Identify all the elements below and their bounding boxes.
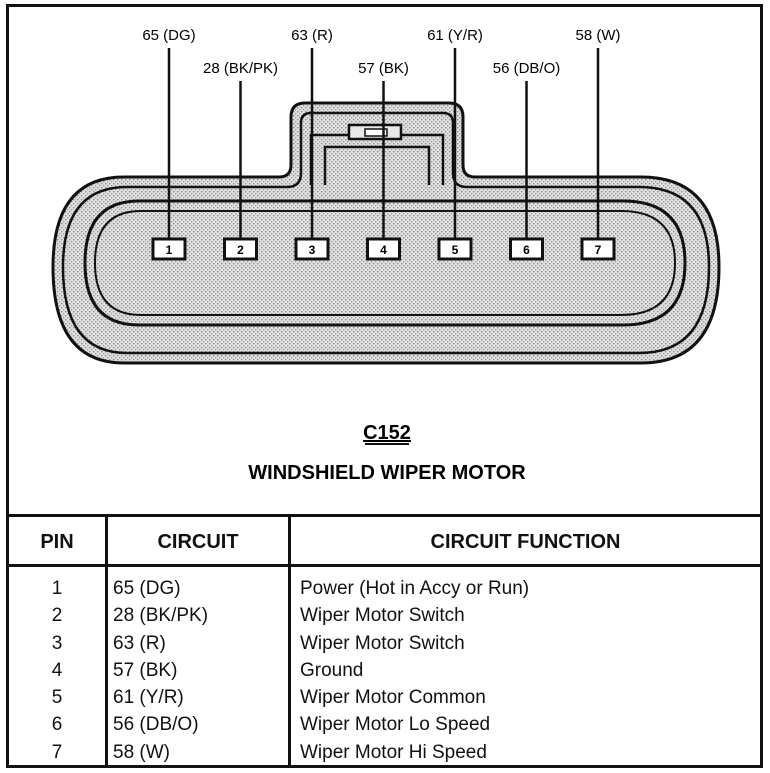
header-function: CIRCUIT FUNCTION: [430, 530, 621, 553]
row-function: Ground: [300, 659, 364, 681]
row-circuit: 61 (Y/R): [113, 687, 184, 709]
row-circuit: 65 (DG): [113, 578, 181, 599]
pin-number: 6: [523, 243, 530, 257]
pin-3: 3 63 (R): [291, 27, 333, 261]
header-pin: PIN: [40, 530, 74, 553]
pin-box: [509, 237, 544, 261]
row-function: Wiper Motor Switch: [300, 632, 465, 654]
row-function: Wiper Motor Hi Speed: [300, 741, 487, 763]
row-pin: 1: [51, 578, 63, 599]
function-column: Power (Hot in Accy or Run) Wiper Motor Sw…: [300, 575, 750, 766]
connector-cavity: [83, 199, 687, 327]
pin-box: [437, 237, 473, 261]
row-pin: 6: [51, 714, 63, 736]
pin-circuit-label: 57 (BK): [358, 60, 409, 77]
row-function: Wiper Motor Switch: [300, 605, 465, 627]
pin-number: 3: [309, 243, 316, 257]
pin-2: 2 28 (BK/PK): [203, 60, 278, 261]
column-rule: [288, 517, 291, 765]
pin-box: [294, 237, 330, 261]
row-function: Wiper Motor Common: [300, 687, 486, 709]
pin-circuit-label: 65 (DG): [142, 27, 195, 44]
circuit-column: 65 (DG) 28 (BK/PK) 63 (R) 57 (BK) 61 (Y/R) 56…: [113, 575, 283, 766]
pin-box: [366, 237, 401, 261]
pin-4: 4 57 (BK): [358, 60, 409, 261]
pin-box: [151, 237, 187, 261]
row-pin: 2: [51, 605, 63, 627]
header-circuit: CIRCUIT: [157, 530, 239, 553]
connector-drawing: 1 65 (DG) 2 28 (BK/PK) 3 63 (R) 4 57 (BK) 5 61 (Y…: [51, 27, 721, 484]
section-divider: [9, 514, 760, 517]
pin-circuit-label: 28 (BK/PK): [203, 60, 278, 77]
pin-box: [580, 237, 616, 261]
pin-box: [223, 237, 258, 261]
row-pin: 4: [51, 659, 63, 681]
row-circuit: 63 (R): [113, 632, 166, 654]
connector-code: C152: [363, 422, 411, 444]
pin-1: 1 65 (DG): [142, 27, 196, 261]
pin-column: 1 2 3 4 5 6 7: [9, 575, 105, 766]
pin-number: 1: [166, 243, 173, 257]
row-circuit: 58 (W): [113, 741, 170, 763]
row-function: Wiper Motor Lo Speed: [300, 714, 491, 736]
column-rule: [105, 517, 108, 765]
row-pin: 5: [51, 687, 63, 709]
connector-title: WINDSHIELD WIPER MOTOR: [248, 462, 526, 484]
connector-diagram: 1 65 (DG) 2 28 (BK/PK) 3 63 (R) 4 57 (BK) 5 61 (Y…: [9, 7, 760, 514]
pin-circuit-label: 63 (R): [291, 27, 333, 44]
pin-7: 7 58 (W): [576, 27, 621, 261]
pin-circuit-label: 61 (Y/R): [427, 27, 483, 44]
row-pin: 3: [51, 632, 63, 654]
pinout-table: PIN CIRCUIT CIRCUIT FUNCTION 1 2 3 4 5 6 7 65 …: [9, 517, 760, 765]
pin-circuit-label: 58 (W): [576, 27, 621, 44]
row-pin: 7: [51, 741, 63, 763]
pin-number: 2: [237, 243, 244, 257]
row-circuit: 56 (DB/O): [113, 714, 199, 736]
pin-circuit-label: 56 (DB/O): [493, 60, 561, 77]
header-rule: [9, 564, 760, 567]
diagram-frame: 1 65 (DG) 2 28 (BK/PK) 3 63 (R) 4 57 (BK) 5 61 (Y…: [6, 4, 763, 768]
pin-5: 5 61 (Y/R): [427, 27, 483, 261]
pin-number: 5: [452, 243, 459, 257]
row-circuit: 57 (BK): [113, 659, 178, 681]
pin-6: 6 56 (DB/O): [493, 60, 561, 261]
pin-number: 4: [380, 243, 387, 257]
row-function: Power (Hot in Accy or Run): [300, 578, 530, 599]
row-circuit: 28 (BK/PK): [113, 605, 209, 627]
pin-number: 7: [595, 243, 602, 257]
